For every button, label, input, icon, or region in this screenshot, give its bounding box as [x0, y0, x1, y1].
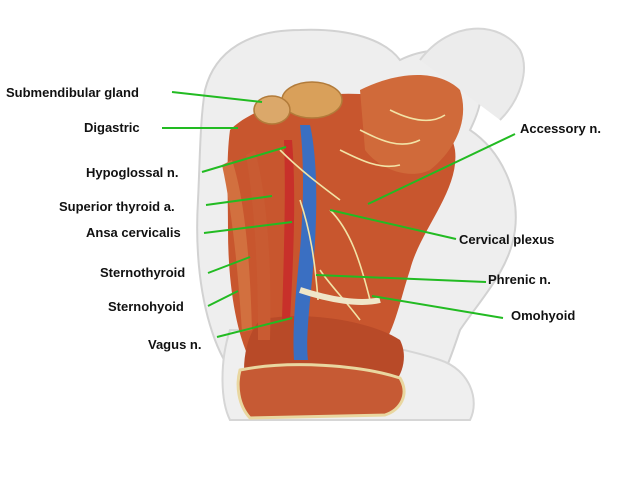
skin-fold: [419, 27, 525, 121]
strap-muscle-1: [222, 160, 252, 332]
label-hypoglossal: Hypoglossal n.: [86, 165, 179, 180]
label-phrenic: Phrenic n.: [488, 272, 551, 287]
label-omohyoid: Omohyoid: [511, 308, 576, 323]
omohyoid-tendon: [299, 287, 381, 305]
label-sternothyroid: Sternothyroid: [100, 265, 186, 280]
leader-omohyoid: [371, 295, 504, 319]
leader-vagus: [216, 317, 293, 338]
carotid-artery: [282, 140, 295, 320]
label-superior-thyroid: Superior thyroid a.: [59, 199, 175, 214]
leader-lines: [162, 91, 516, 338]
trapezius-region: [360, 75, 464, 174]
clavicle-region: [236, 363, 406, 420]
strap-muscle-2: [246, 150, 271, 340]
internal-jugular-vein: [293, 125, 317, 360]
nerve-network: [279, 109, 446, 321]
leader-accessory: [367, 133, 516, 205]
leader-phrenic: [315, 274, 487, 283]
leader-ansa: [203, 221, 293, 234]
label-vagus: Vagus n.: [148, 337, 202, 352]
gland-lobe: [253, 95, 291, 125]
submandibular-gland: [281, 81, 343, 119]
leader-cervical-plexus: [329, 209, 457, 240]
leader-sternothyroid: [207, 256, 251, 274]
label-submandibular-gland: Submendibular gland: [6, 85, 139, 100]
label-cervical-plexus: Cervical plexus: [459, 232, 555, 247]
label-digastric: Digastric: [84, 120, 140, 135]
label-ansa-cervicalis: Ansa cervicalis: [86, 225, 181, 240]
leader-submandibular: [171, 91, 263, 103]
leader-sternohyoid: [207, 290, 239, 307]
leader-hypoglossal: [201, 146, 287, 173]
label-sternohyoid: Sternohyoid: [108, 299, 184, 314]
label-accessory: Accessory n.: [520, 121, 601, 136]
leader-sup-thyroid: [205, 195, 273, 206]
